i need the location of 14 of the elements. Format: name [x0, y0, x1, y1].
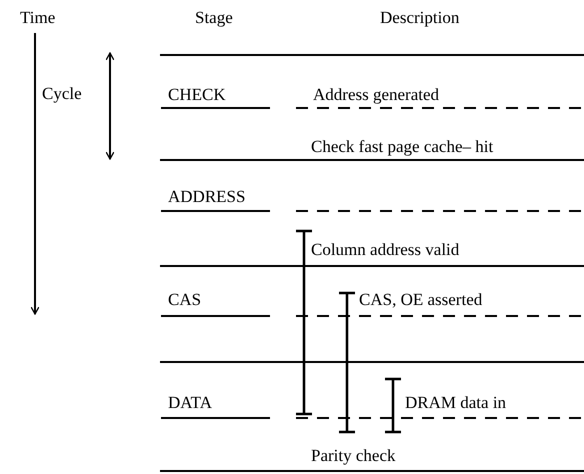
event-description: Parity check	[311, 446, 396, 466]
event-description: Column address valid	[311, 240, 460, 260]
stage-name: ADDRESS	[168, 187, 246, 207]
axis-label: Time	[20, 8, 56, 28]
axis-label: Cycle	[42, 84, 82, 104]
event-description: Check fast page cache– hit	[311, 137, 494, 157]
event-description: DRAM data in	[405, 393, 506, 413]
event-description: CAS, OE asserted	[359, 290, 482, 310]
stage-name: CAS	[168, 290, 202, 310]
event-description: Address generated	[313, 85, 440, 105]
stage-name: CHECK	[168, 85, 226, 105]
stage-name: DATA	[168, 393, 212, 413]
column-header: Stage	[195, 8, 233, 28]
column-header: Description	[380, 8, 460, 28]
